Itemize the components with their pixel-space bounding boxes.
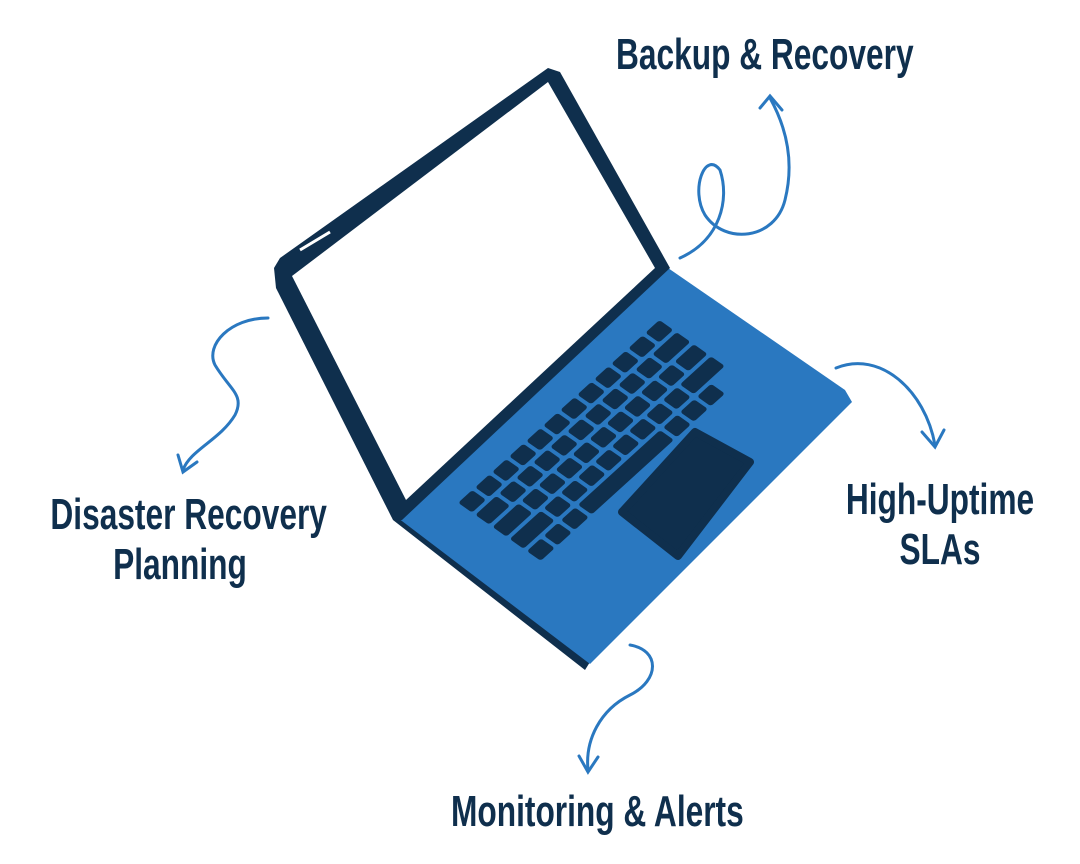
touchpad (618, 428, 754, 560)
keyboard-key (653, 333, 690, 363)
keyboard-key (459, 491, 485, 512)
arrows (176, 93, 946, 775)
keyboard-key (493, 460, 519, 481)
keyboard-key (476, 475, 502, 497)
screen-highlight (299, 230, 331, 252)
keyboard-key (562, 508, 588, 529)
keyboard-key (641, 380, 668, 402)
curved-arrow-icon (920, 428, 946, 450)
keyboard-key (647, 403, 673, 425)
curved-arrow-icon (834, 362, 937, 447)
keyboard-key (544, 413, 570, 435)
keyboard-key (681, 400, 707, 421)
curved-arrow-icon (577, 754, 600, 775)
keyboard-key (545, 523, 571, 545)
keyboard-key (578, 382, 604, 404)
keyboard-key (528, 539, 554, 560)
keyboard-key (545, 496, 571, 517)
keyboard (459, 321, 724, 560)
keyboard-key (664, 415, 690, 437)
keyboard-key (539, 473, 566, 494)
keyboard-key (646, 321, 672, 342)
keyboard-key (681, 357, 724, 394)
label-disaster-line2: Planning (113, 540, 247, 589)
label-high-uptime: High-Uptime SLAs (832, 475, 1048, 575)
keyboard-key (476, 497, 509, 524)
keyboard-key (562, 480, 588, 502)
keyboard-key (493, 504, 531, 536)
label-disaster-line1: Disaster Recovery (50, 490, 327, 539)
keyboard-key (619, 373, 645, 394)
keyboard-key (510, 444, 536, 466)
keyboard-key (658, 365, 685, 386)
keyboard-key (573, 442, 600, 464)
keyboard-key (556, 458, 583, 479)
label-disaster-recovery: Disaster Recovery Planning (50, 490, 327, 590)
keyboard-key (579, 431, 673, 514)
curved-arrow-icon (586, 643, 654, 772)
label-uptime-line2: SLAs (899, 525, 981, 574)
keyboard-key (629, 336, 655, 357)
keyboard-key (590, 427, 617, 448)
laptop-illustration (274, 68, 852, 670)
keyboard-key (698, 384, 724, 406)
label-backup-recovery: Backup & Recovery (616, 30, 914, 79)
keyboard-key (607, 411, 634, 433)
keyboard-key (664, 388, 690, 409)
keyboard-key (527, 429, 553, 450)
keyboard-key (613, 434, 639, 455)
label-uptime-line1: High-Uptime (845, 475, 1035, 524)
keyboard-key (585, 404, 611, 425)
laptop-screen (292, 82, 655, 500)
keyboard-key (630, 419, 656, 440)
keyboard-key (595, 367, 621, 388)
keyboard-key (612, 352, 638, 373)
keyboard-key (500, 481, 526, 502)
curved-arrow-icon (176, 453, 199, 475)
label-monitoring-alerts: Monitoring & Alerts (451, 787, 744, 836)
keyboard-key (517, 466, 543, 487)
keyboard-key (624, 396, 651, 417)
keyboard-key (551, 435, 577, 456)
curved-arrow-icon (758, 93, 784, 112)
keyboard-key (534, 450, 560, 472)
curved-arrow-icon (678, 96, 791, 260)
curved-arrow-icon (181, 316, 270, 472)
keyboard-key (602, 388, 628, 410)
keyboard-key (561, 398, 587, 419)
keyboard-key (522, 489, 549, 510)
keyboard-key (636, 357, 662, 379)
keyboard-key (511, 511, 554, 548)
keyboard-key (596, 450, 622, 471)
keyboard-key (579, 465, 605, 486)
keyboard-key (568, 419, 594, 441)
keyboard-key (675, 345, 707, 371)
